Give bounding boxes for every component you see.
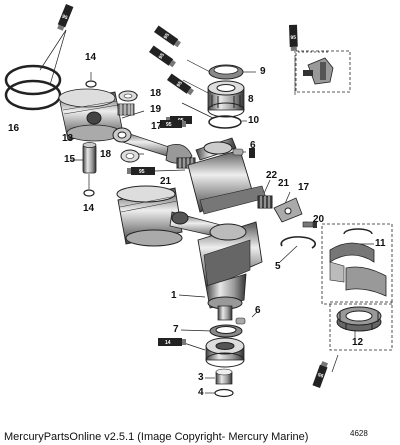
callout-10: 10 <box>248 115 260 126</box>
bearing-race-halves <box>321 223 393 305</box>
callout-21-left: 21 <box>160 176 172 187</box>
tube-label: 95 <box>290 35 296 41</box>
figure-id: 4628 <box>350 429 368 438</box>
callout-5: 5 <box>275 261 281 272</box>
callout-8: 8 <box>248 94 254 105</box>
ball-bearing-2 <box>205 337 245 368</box>
thrust-washer-18b <box>120 149 140 163</box>
tube-label: 95 <box>163 32 171 40</box>
bolt-20 <box>302 221 317 228</box>
callout-1: 1 <box>171 290 177 301</box>
tube-top-right: 95 <box>289 24 298 51</box>
o-ring-10 <box>208 115 242 129</box>
tube-rod-lower: 95 <box>127 167 155 175</box>
callout-21-right: 21 <box>278 178 290 189</box>
callout-6-lower: 6 <box>255 305 261 316</box>
callout-19: 19 <box>150 104 162 115</box>
ball-bearing-8 <box>207 80 245 118</box>
needle-bearing-19 <box>117 103 135 116</box>
tube-bearing-small <box>249 148 255 158</box>
callout-7: 7 <box>173 324 179 335</box>
oil-seal-7 <box>209 324 243 338</box>
detail-box-top <box>295 50 351 93</box>
pin-6-upper <box>232 148 244 156</box>
connecting-rod <box>112 127 193 164</box>
tube-label: 95 <box>166 122 172 128</box>
callout-11: 11 <box>375 238 386 249</box>
callout-4: 4 <box>198 387 204 398</box>
bushing-3 <box>215 368 233 385</box>
tube-label: 95 <box>158 52 166 60</box>
needle-cage-21 <box>257 195 273 209</box>
piston-upper <box>58 88 123 142</box>
callout-13: 13 <box>62 133 74 144</box>
tube-wristpin-2: 95 <box>160 120 186 128</box>
callout-14-lower: 14 <box>83 203 95 214</box>
pin-6-lower <box>235 317 246 325</box>
callout-6-upper: 6 <box>250 140 256 151</box>
callout-16: 16 <box>8 123 20 134</box>
callout-12: 12 <box>352 337 364 348</box>
thrust-washer-18 <box>118 90 138 102</box>
callout-9: 9 <box>260 66 266 77</box>
callout-22: 22 <box>266 170 278 181</box>
tube-label: 14 <box>165 340 171 346</box>
callout-14-upper: 14 <box>85 52 97 63</box>
tube-top-left: 95 <box>57 4 74 31</box>
tube-label: 95 <box>61 14 69 22</box>
retaining-ring-5 <box>280 236 316 249</box>
circlip-lower <box>83 189 95 197</box>
retaining-ring-4 <box>214 388 234 398</box>
oil-seal-9 <box>208 64 244 80</box>
tube-label: 95 <box>139 169 145 175</box>
wrist-pin <box>82 142 97 174</box>
rod-cap-17 <box>273 197 303 223</box>
tube-top-mid-1: 95 <box>154 25 181 48</box>
tube-top-mid-3: 95 <box>167 73 194 96</box>
caged-roller-12 <box>329 301 393 351</box>
callout-17-right: 17 <box>298 182 310 193</box>
tube-label: 95 <box>317 371 324 379</box>
piston-rings <box>4 64 62 111</box>
tube-bottom-right: 95 <box>312 361 328 388</box>
callout-18-upper: 18 <box>150 88 162 99</box>
callout-17-upper: 17 <box>151 121 163 132</box>
tube-label: 95 <box>176 80 184 88</box>
crankshaft <box>116 137 267 321</box>
callout-20: 20 <box>313 214 325 225</box>
circlip-upper <box>85 80 97 88</box>
image-caption: MercuryPartsOnline v2.5.1 (Image Copyrig… <box>4 431 309 443</box>
callout-15: 15 <box>64 154 76 165</box>
callout-18-lower: 18 <box>100 149 112 160</box>
tube-main-bearing: 14 <box>158 338 186 346</box>
tube-top-mid-2: 95 <box>149 45 176 68</box>
callout-3: 3 <box>198 372 204 383</box>
